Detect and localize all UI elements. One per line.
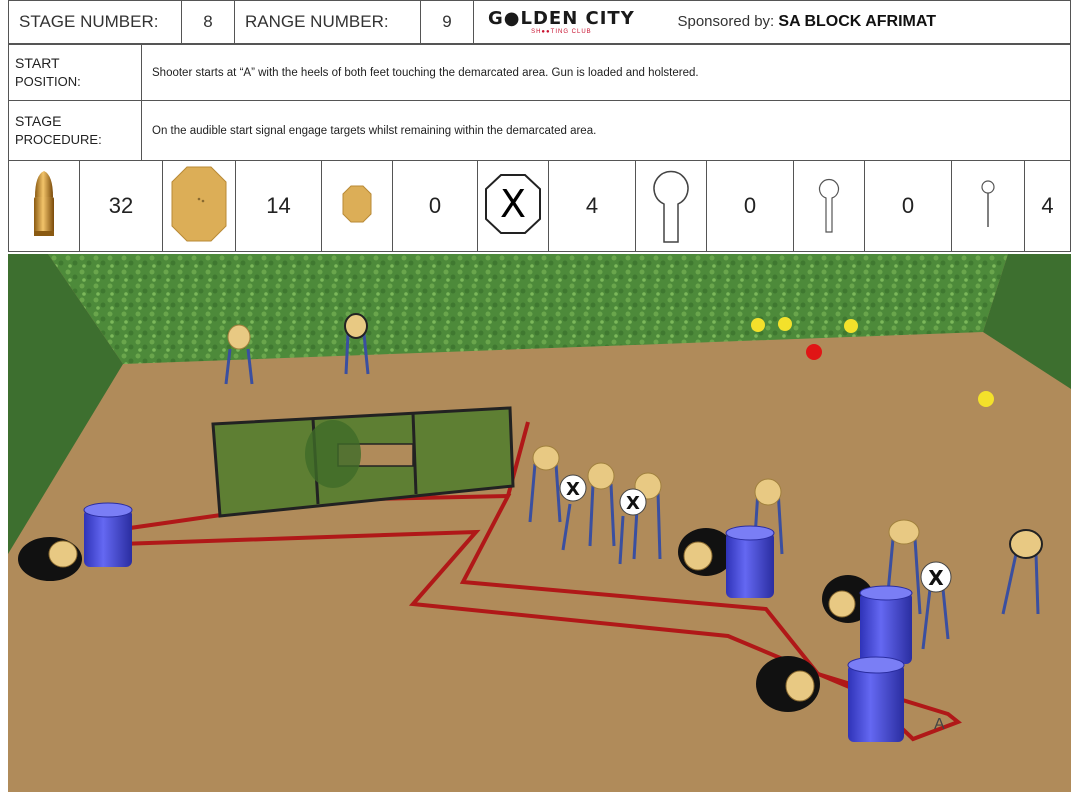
start-position-marker: A xyxy=(934,716,945,733)
start-position-label: START POSITION: xyxy=(9,45,142,101)
mini-popper-count: 0 xyxy=(865,161,952,252)
steel-plate-2 xyxy=(778,317,792,331)
steel-plate-icon xyxy=(952,161,1025,252)
club-logo: G●LDEN CITY SH●●TING CLUB xyxy=(488,10,635,35)
ipsc-paper-target-icon xyxy=(163,161,236,252)
paper-target xyxy=(588,463,614,489)
barrel-center xyxy=(726,526,774,598)
large-popper-icon xyxy=(636,161,707,252)
steel-plate-stop xyxy=(806,344,822,360)
tyre-target-center xyxy=(678,528,734,576)
sponsor-text: Sponsored by: SA BLOCK AFRIMAT xyxy=(677,13,936,31)
sponsor-name: SA BLOCK AFRIMAT xyxy=(778,13,936,30)
club-logo-text: G●LDEN CITY xyxy=(488,10,635,28)
start-label-bottom: POSITION: xyxy=(15,74,81,89)
no-shoot-target: X xyxy=(620,489,646,515)
stage-label-top: STAGE xyxy=(15,113,61,129)
no-shoot-mark: X xyxy=(500,182,526,226)
mini-popper-icon xyxy=(794,161,865,252)
barrel-front xyxy=(848,657,904,742)
no-shoot-count: 4 xyxy=(549,161,636,252)
no-shoot-mark: X xyxy=(566,479,580,500)
bullet-icon xyxy=(9,161,80,252)
barrel-left xyxy=(84,503,132,567)
steel-plate-count: 4 xyxy=(1025,161,1071,252)
start-label-top: START xyxy=(15,55,60,71)
range-number-value: 9 xyxy=(421,1,474,44)
stage-number-label: STAGE NUMBER: xyxy=(9,1,182,44)
sponsor-prefix: Sponsored by: xyxy=(677,13,778,30)
sponsor-cell: G●LDEN CITY SH●●TING CLUB Sponsored by: … xyxy=(474,1,1071,44)
steel-plate-4 xyxy=(978,391,994,407)
stage-procedure-label: STAGE PROCEDURE: xyxy=(9,101,142,161)
large-popper-count: 0 xyxy=(707,161,794,252)
stage-layout-diagram: A xyxy=(8,254,1071,792)
mini-paper-target-icon xyxy=(322,161,393,252)
stage-header: STAGE NUMBER: 8 RANGE NUMBER: 9 G●LDEN C… xyxy=(8,0,1071,44)
no-shoot-target-icon: X xyxy=(478,161,549,252)
paper-target xyxy=(533,446,559,470)
stage-briefing-sheet: STAGE NUMBER: 8 RANGE NUMBER: 9 G●LDEN C… xyxy=(8,0,1071,792)
no-shoot-mark: X xyxy=(928,566,944,590)
steel-plate-1 xyxy=(751,318,765,332)
round-count: 32 xyxy=(80,161,163,252)
procedure-table: START POSITION: Shooter starts at “A” wi… xyxy=(8,44,1071,161)
range-number-label: RANGE NUMBER: xyxy=(235,1,421,44)
tyre-target-front xyxy=(756,656,820,712)
stage-label-bottom: PROCEDURE: xyxy=(15,132,102,147)
club-logo-subtext: SH●●TING CLUB xyxy=(488,29,635,35)
stage-number-value: 8 xyxy=(182,1,235,44)
no-shoot-mark: X xyxy=(626,493,640,514)
tyre-target-left xyxy=(18,537,82,581)
stage-procedure-text: On the audible start signal engage targe… xyxy=(142,101,1071,161)
paper-target-count: 14 xyxy=(236,161,322,252)
target-count-row: 32 14 0 X 4 xyxy=(8,160,1071,252)
mini-paper-target-count: 0 xyxy=(393,161,478,252)
barrel-right xyxy=(860,586,912,664)
steel-plate-3 xyxy=(844,319,858,333)
no-shoot-target: X xyxy=(560,475,586,501)
start-position-text: Shooter starts at “A” with the heels of … xyxy=(142,45,1071,101)
